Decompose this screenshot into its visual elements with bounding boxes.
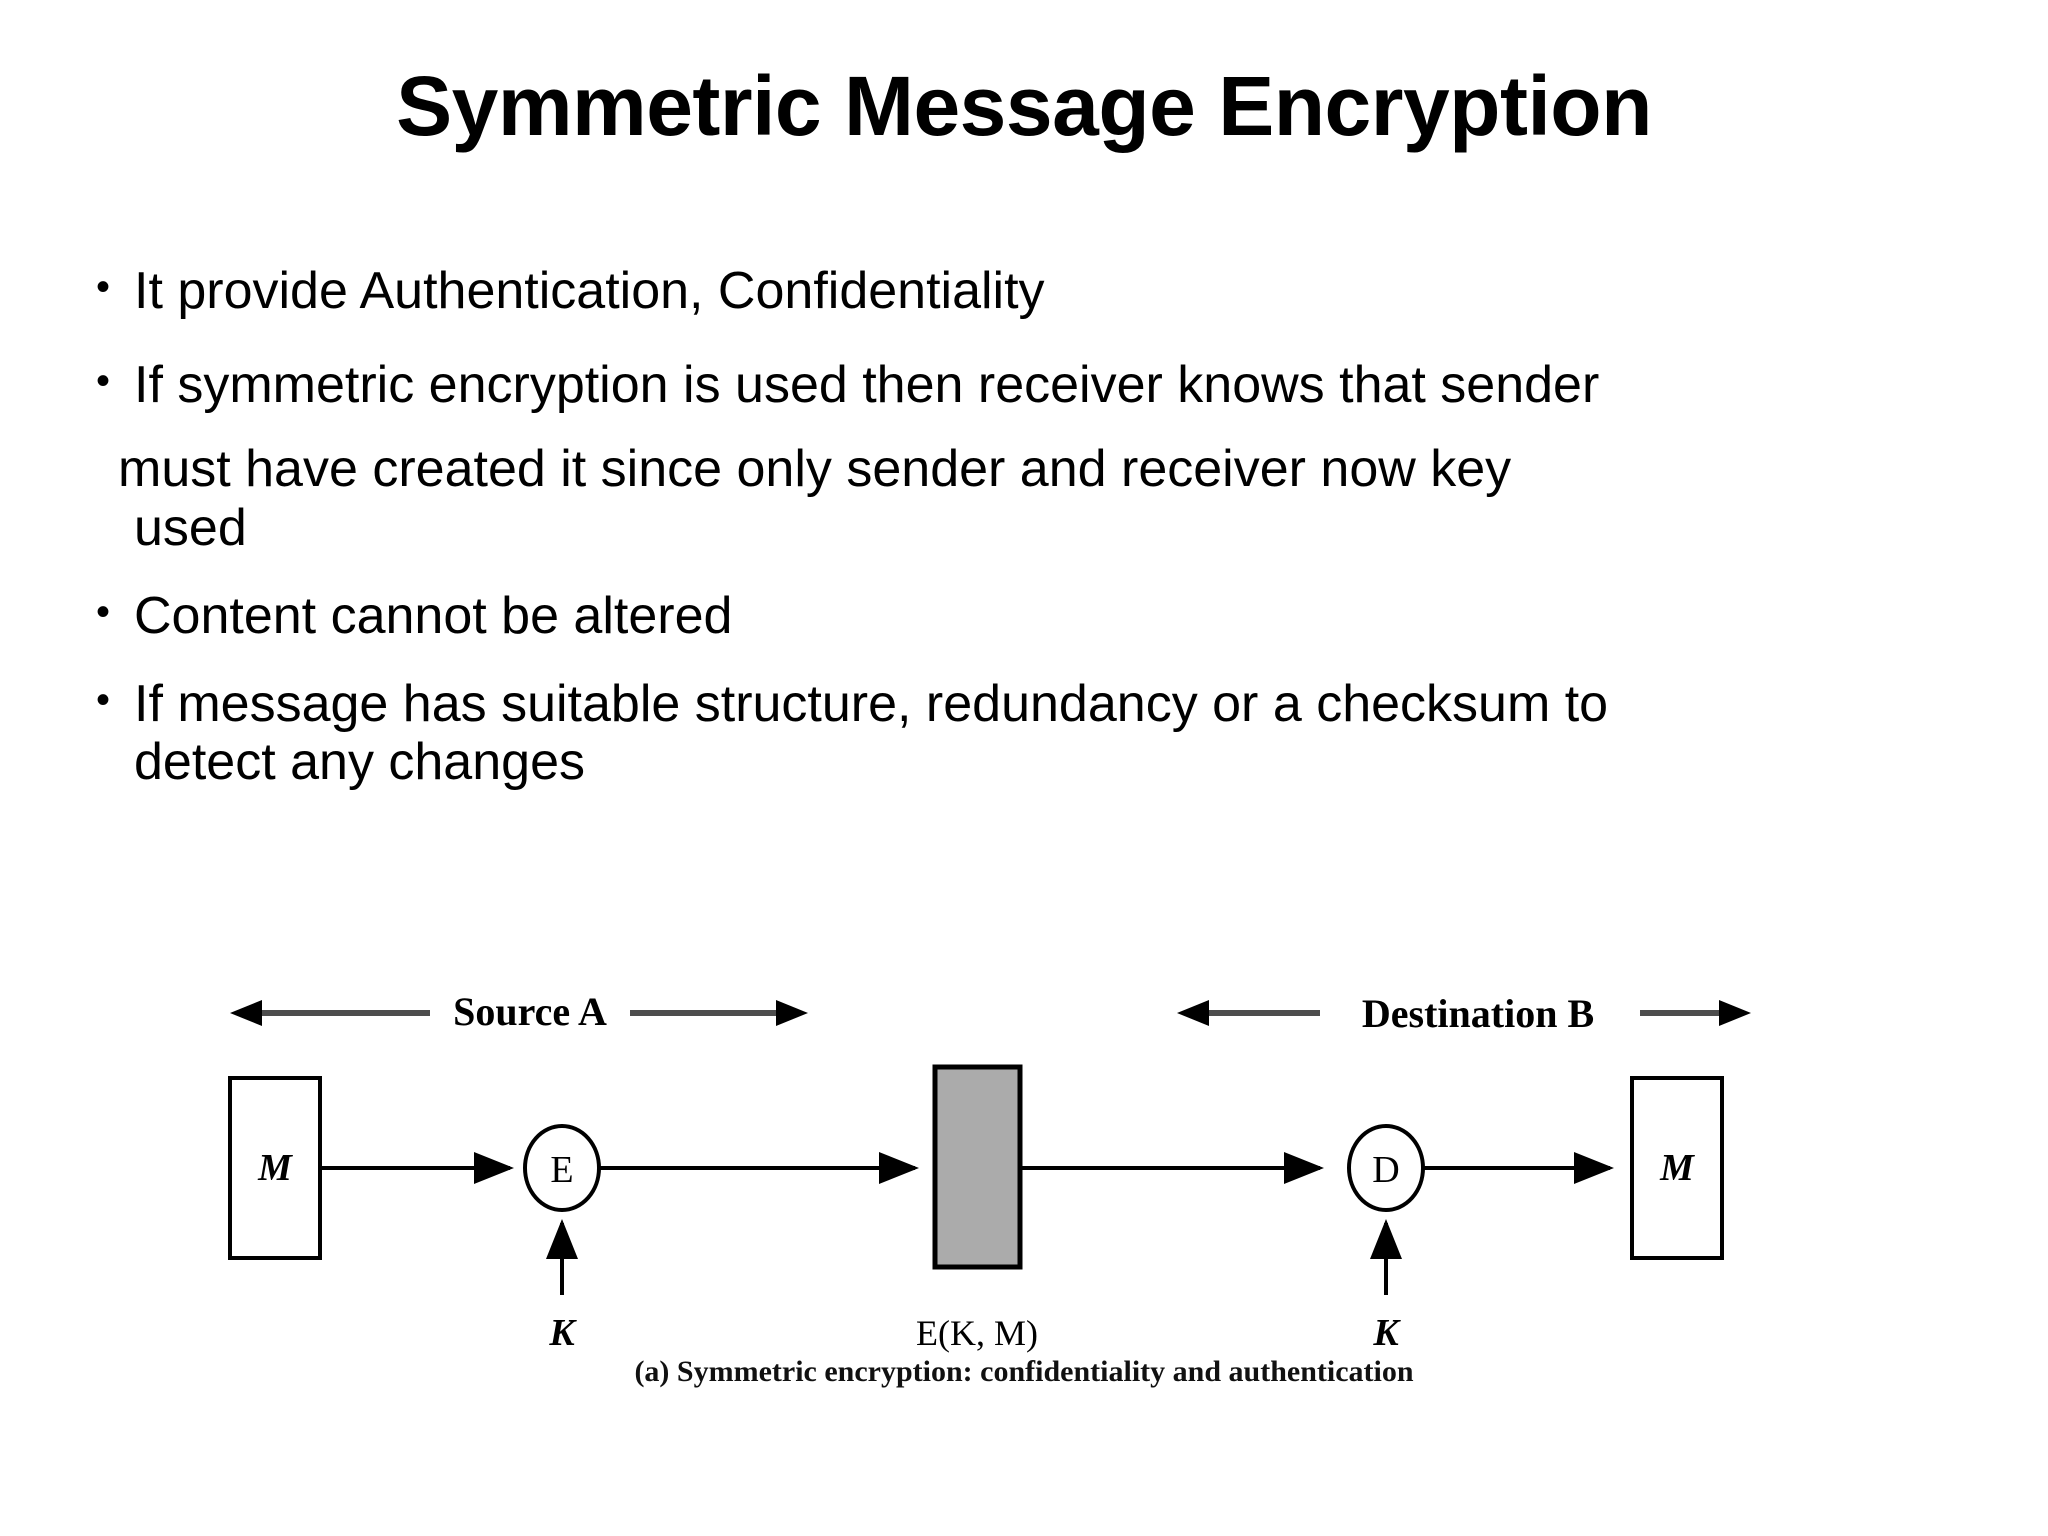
list-item: • If symmetric encryption is used then r…	[96, 356, 1996, 414]
bullet-text: If symmetric encryption is used then rec…	[134, 356, 1600, 415]
source-span-arrow	[230, 1000, 808, 1026]
ciphertext-label: E(K, M)	[916, 1313, 1038, 1353]
plaintext-label-left: M	[257, 1147, 293, 1189]
plaintext-label-right: M	[1659, 1147, 1695, 1189]
bullet-text: Content cannot be altered	[134, 586, 733, 645]
bullet-marker-icon: •	[96, 359, 111, 404]
destination-span-arrow	[1177, 1000, 1751, 1026]
bullet-continuation-line: used	[134, 498, 247, 557]
key-right-label: K	[1372, 1312, 1401, 1354]
bullet-marker-icon: •	[96, 678, 111, 723]
bullet-text: It provide Authentication, Confidentiali…	[134, 262, 1045, 320]
bullet-marker-icon: •	[96, 589, 111, 634]
source-label: Source A	[453, 989, 607, 1034]
bullet-continuation-line: detect any changes	[134, 733, 585, 792]
page-title: Symmetric Message Encryption	[396, 59, 1652, 153]
key-left-label: K	[548, 1312, 577, 1354]
bullet-text: If message has suitable structure, redun…	[134, 675, 1609, 734]
spacer	[96, 557, 1996, 587]
list-item: • It provide Authentication, Confidentia…	[96, 262, 1996, 320]
list-item: • If message has suitable structure, red…	[96, 675, 1996, 733]
bullet-list: • It provide Authentication, Confidentia…	[96, 262, 1996, 792]
destination-label: Destination B	[1362, 991, 1594, 1036]
spacer	[96, 645, 1996, 675]
figure-caption: (a) Symmetric encryption: confidentialit…	[634, 1355, 1414, 1388]
bullet-continuation-line: must have created it since only sender a…	[118, 440, 1512, 499]
list-item: • Content cannot be altered	[96, 587, 1996, 645]
bullet-marker-icon: •	[96, 265, 111, 309]
spacer	[96, 320, 1996, 356]
plaintext-box-right	[1630, 1076, 1724, 1260]
decrypt-node-label: D	[1372, 1149, 1399, 1191]
ciphertext-box	[932, 1064, 1023, 1270]
symmetric-encryption-diagram: Source A Destination B M E K E(K, M) D	[0, 955, 2048, 1435]
spacer	[96, 414, 1996, 440]
encrypt-node-label: E	[550, 1149, 573, 1191]
